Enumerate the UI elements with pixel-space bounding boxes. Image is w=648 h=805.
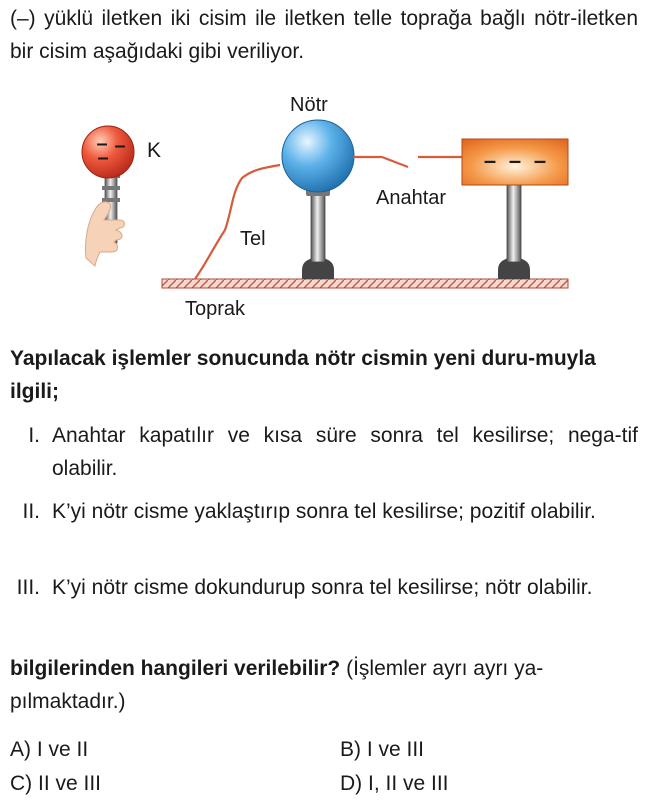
notr-label: Nötr [290,94,328,116]
tel-label: Tel [240,228,266,250]
box-charge-1: – [484,148,496,173]
hand-icon [85,201,125,267]
statement-1: I. Anahtar kapatılır ve kısa süre sonra … [10,419,638,485]
box-charge-2: – [509,148,521,173]
switch [353,155,462,169]
statement-3-text: K’yi nötr cisme dokundurup sonra tel kes… [52,576,593,599]
neutral-stand [302,188,334,279]
option-c[interactable]: C) II ve III [10,772,102,795]
ground-strip [161,278,569,289]
statement-2: II. K’yi nötr cisme yaklaştırıp sonra te… [10,495,638,561]
k-sphere [81,125,135,179]
toprak-label: Toprak [185,298,246,320]
box-charge-3: – [534,148,546,173]
neutral-sphere [281,119,355,193]
intro-text: (–) yüklü iletken iki cisim ile iletken … [10,7,638,63]
statement-2-text: K’yi nötr cisme yaklaştırıp sonra tel ke… [52,500,596,523]
closing-rest: (İşlemler ayrı ayrı ya-pılmaktadır.) [10,657,544,713]
k-label: K [147,139,161,162]
k-charge-1: – [96,133,107,155]
charged-box [461,138,569,186]
statement-2-number: II. [22,500,40,523]
statement-3: III. K’yi nötr cisme dokundurup sonra te… [10,571,638,637]
option-b[interactable]: B) I ve III [340,738,425,761]
k-charge-3: – [97,147,108,169]
option-a[interactable]: A) I ve II [10,738,89,761]
statement-3-number: III. [16,576,40,599]
electrostatics-figure: Toprak Tel Nötr Anahtar – – – – – – K [81,94,569,320]
box-stand [498,183,530,279]
statement-1-number: I. [28,424,40,447]
closing-bold: bilgilerinden hangileri verilebilir? [10,657,341,680]
ground-wire [194,163,281,280]
anahtar-label: Anahtar [376,187,446,209]
statement-1-text: Anahtar kapatılır ve kısa süre sonra tel… [52,424,638,480]
closing-text: bilgilerinden hangileri verilebilir? (İş… [10,652,638,718]
option-d[interactable]: D) I, II ve III [340,772,449,795]
k-charge-2: – [114,135,125,157]
question-text: Yapılacak işlemler sonucunda nötr cismin… [10,347,596,403]
